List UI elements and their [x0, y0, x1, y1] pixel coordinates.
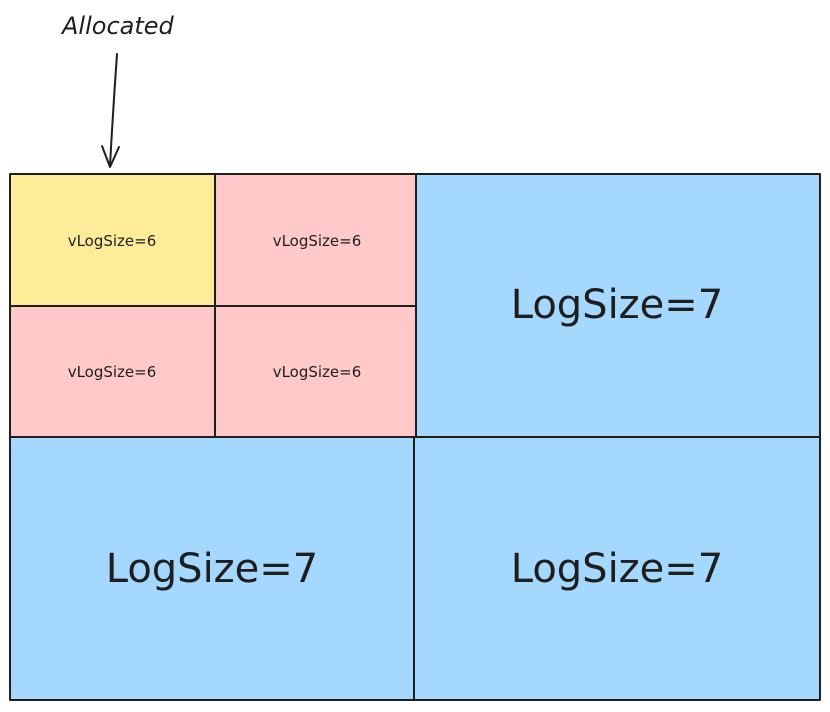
block-bottom-right-group: LogSize=7: [413, 436, 821, 701]
block-bottom-left-group: LogSize=7: [9, 436, 415, 701]
allocated-annotation: Allocated: [60, 12, 175, 168]
sub-block-bottom-right-label: vLogSize=6: [273, 363, 362, 381]
block-bottom-right-label: LogSize=7: [511, 546, 724, 592]
split-block: vLogSize=6 vLogSize=6 vLogSize=6 vLogSiz…: [9, 173, 417, 438]
sub-block-bottom-left-label: vLogSize=6: [68, 363, 157, 381]
block-bottom-left-label: LogSize=7: [106, 546, 319, 592]
allocated-arrow-shaft: [109, 53, 118, 167]
sub-block-top-right-label: vLogSize=6: [273, 232, 362, 250]
sub-block-top-right: [214, 173, 417, 307]
block-bottom-right: [413, 436, 821, 701]
sub-block-allocated-label: vLogSize=6: [68, 232, 157, 250]
block-bottom-left: [9, 436, 415, 701]
block-top-right-label: LogSize=7: [511, 282, 724, 328]
allocated-label: Allocated: [60, 12, 175, 40]
block-top-right: [415, 173, 821, 438]
allocated-arrow-head: [101, 145, 120, 168]
block-top-right-group: LogSize=7: [415, 173, 821, 438]
